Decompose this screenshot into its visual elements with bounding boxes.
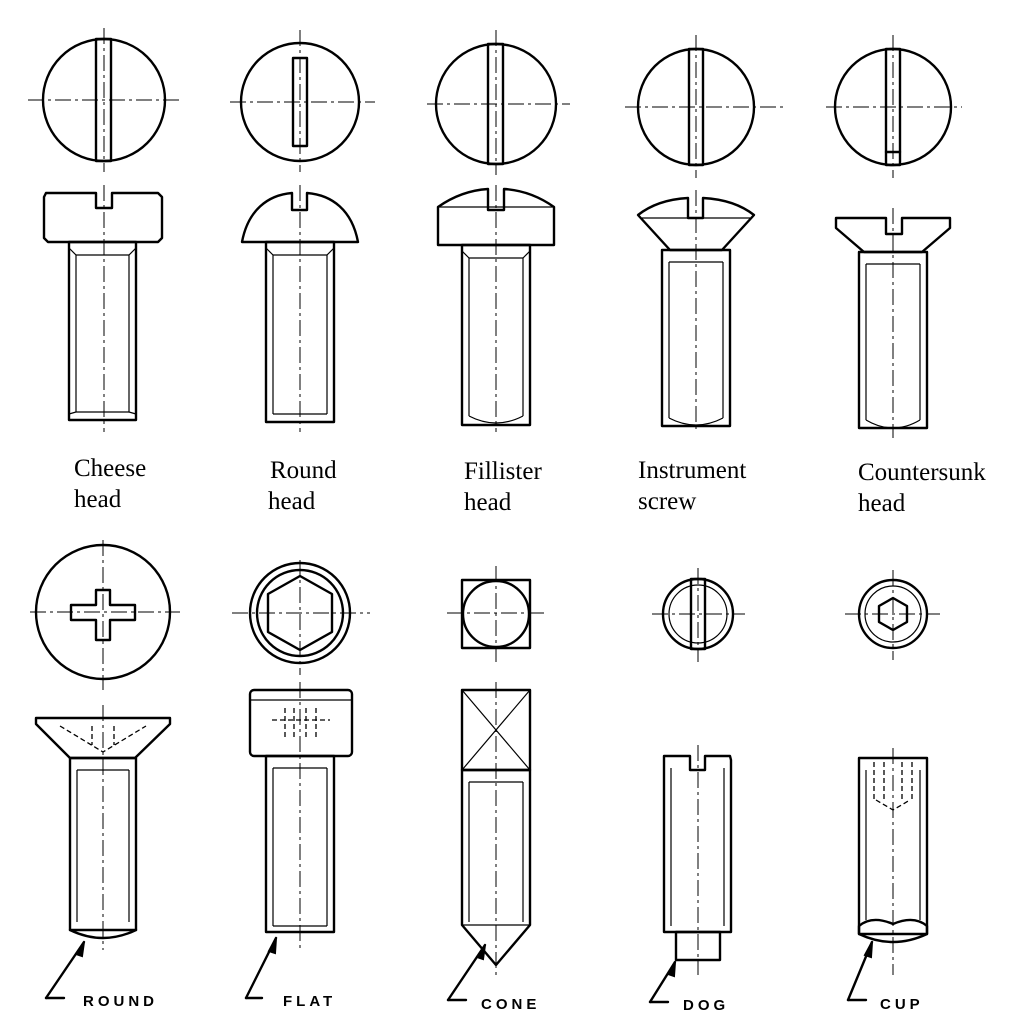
fillister-head-screw: Fillister head — [427, 30, 570, 516]
cup-point-screw: CUP — [845, 570, 940, 1013]
countersunk-head-end-view — [826, 35, 962, 178]
cheese-head-screw: Cheese head — [28, 28, 182, 513]
dog-point-side-view — [662, 745, 733, 975]
socket-head-end-view — [232, 560, 370, 675]
instrument-screw-label-line2: screw — [638, 488, 696, 515]
flat-point-label: FLAT — [283, 993, 336, 1010]
cone-point-leader — [446, 943, 487, 1002]
countersunk-head-screw: Countersunk head — [826, 35, 986, 517]
dog-point-label: DOG — [683, 997, 729, 1014]
cheese-head-side-view — [42, 185, 164, 432]
round-point-label: ROUND — [83, 993, 158, 1010]
instrument-screw-end-view — [625, 35, 785, 178]
flat-point-leader — [244, 936, 278, 1000]
round-head-end-view — [230, 30, 375, 172]
socket-head-side-view — [248, 682, 354, 950]
cup-point-end-view — [845, 570, 940, 660]
fillister-head-label-line1: Fillister — [464, 458, 542, 485]
fillister-head-side-view — [436, 185, 556, 432]
round-point-leader — [44, 940, 86, 1000]
round-point-screw: ROUND — [30, 540, 180, 1010]
dog-point-screw: DOG — [648, 568, 745, 1014]
countersunk-head-side-view — [834, 208, 952, 438]
cup-point-side-view — [857, 748, 929, 975]
cross-recess-end-view — [30, 540, 180, 690]
fillister-head-end-view — [427, 30, 570, 175]
cone-point-screw: CONE — [446, 566, 545, 1013]
square-head-side-view — [460, 682, 532, 975]
round-head-side-view — [240, 185, 360, 432]
instrument-screw-side-view — [636, 190, 756, 432]
round-point-side-view — [34, 705, 172, 950]
cheese-head-end-view — [28, 28, 182, 172]
dog-point-end-view — [652, 568, 745, 662]
fillister-head-label-line2: head — [464, 489, 512, 516]
cheese-head-label-line1: Cheese — [74, 455, 146, 482]
round-head-label-line1: Round — [270, 457, 337, 484]
cheese-head-label-line2: head — [74, 486, 122, 513]
round-head-label-line2: head — [268, 488, 316, 515]
countersunk-head-label-line1: Countersunk — [858, 459, 986, 486]
cup-point-leader — [846, 940, 874, 1002]
countersunk-head-label-line2: head — [858, 490, 906, 517]
cup-point-label: CUP — [880, 996, 924, 1013]
cone-point-label: CONE — [481, 996, 540, 1013]
flat-point-screw: FLAT — [232, 560, 370, 1010]
round-head-screw: Round head — [230, 30, 375, 515]
dog-point-leader — [648, 960, 677, 1004]
instrument-screw-label-line1: Instrument — [638, 457, 746, 484]
instrument-screw: Instrument screw — [625, 35, 785, 515]
square-head-end-view — [447, 566, 545, 662]
